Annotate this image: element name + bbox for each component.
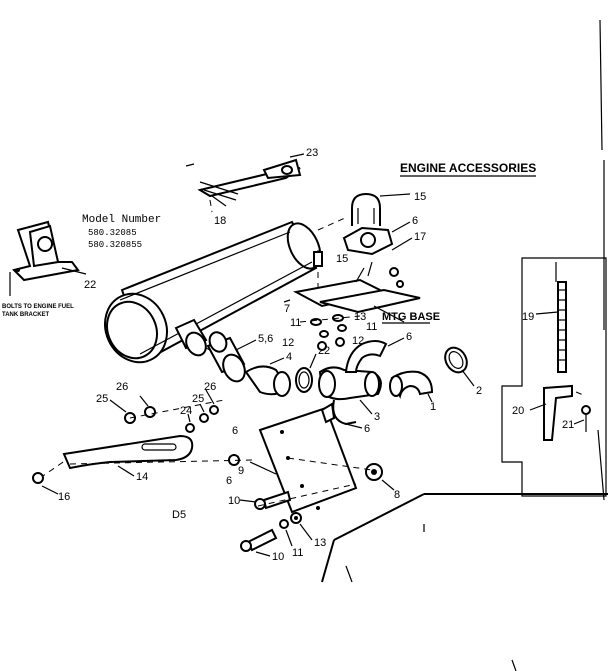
hardware-cluster-lower [279,512,313,547]
callout-11-c: 11 [292,547,303,559]
callout-3: 3 [374,411,380,423]
callout-15-b: 15 [336,253,348,265]
model-number-1: 580.32085 [88,228,137,238]
part-2-ring-right [444,346,475,387]
callout-25-b: 25 [192,393,204,405]
callout-19: 19 [522,311,534,323]
model-number-2: 580.320855 [88,240,142,250]
page-edge-marks [511,19,605,671]
callout-10-a: 10 [228,495,240,507]
callout-22: 22 [84,279,96,291]
callout-7: 7 [284,303,290,315]
callout-2-a: 2 [318,345,324,357]
callout-6-c: 6 [412,215,418,227]
callout-6-b: 6 [364,423,370,435]
bolts-note-line2: TANK BRACKET [2,312,50,318]
inset-box-parts-19-21 [501,257,607,497]
part-6-clamp [342,221,411,256]
bolts-note-line1: BOLTS TO ENGINE FUEL [2,304,74,310]
guide-lines [69,399,373,507]
callout-23: 23 [306,147,318,159]
callout-10-b: 10 [272,551,284,563]
callout-18: 18 [214,215,226,227]
mtg-base-label: MTG BASE [382,311,440,323]
callout-6-e: 6 [226,475,232,487]
callout-26-a: 26 [116,381,128,393]
callout-2-c: 2 [476,385,482,397]
hardware-cluster-upper [299,314,361,351]
part-9-bracket-plate [249,402,358,514]
part-8-washer [365,463,395,491]
callout-24: 24 [180,405,192,417]
callout-12-b: 12 [352,335,364,347]
callout-4: 4 [286,351,292,363]
part-16-bolt [32,472,59,495]
part-15-stud [313,250,323,290]
part-10-bolt-upper [239,490,292,510]
model-number-block: Model Number 580.32085 580.320855 [82,214,161,250]
callout-9: 9 [238,465,244,477]
part-5-6-coupling [206,331,257,383]
mtg-base [319,288,421,323]
part-2-ring-left [295,353,317,393]
callout-20: 20 [512,405,524,417]
part-14-link-bar [39,434,194,479]
callout-11-a: 11 [290,317,301,329]
part-15-u-bolt [351,192,411,226]
lower-edge-lines [321,493,608,583]
callout-13-a: 13 [354,311,366,323]
diagram-code: D5 [172,509,186,521]
part-17-bolt [389,267,404,288]
muffler [104,217,346,364]
callout-13-b: 13 [314,537,326,549]
callout-26-b: 26 [204,381,216,393]
callout-2-b: 2 [324,345,330,357]
part-1-elbow [389,370,434,403]
callout-15-a: 15 [414,191,426,203]
part-23-bracket [185,153,305,213]
part-3-pipe [318,340,388,426]
callout-14: 14 [136,471,148,483]
callout-6-a: 6 [406,331,412,343]
part-10-bolt-lower [240,528,278,557]
callout-17: 17 [414,231,426,243]
part-22-bracket [9,220,87,296]
callout-1: 1 [430,401,436,413]
part-4-elbow [244,357,291,397]
callout-5-6: 5,6 [258,333,273,345]
callout-6-d: 6 [232,425,238,437]
callout-12-a: 12 [282,337,294,349]
callout-11-b: 11 [366,321,377,333]
callout-25-a: 25 [96,393,108,405]
model-heading: Model Number [82,214,161,226]
hardware-24-26 [109,389,219,433]
callout-21: 21 [562,419,574,431]
callout-16: 16 [58,491,70,503]
callout-8: 8 [394,489,400,501]
diagram-title: ENGINE ACCESSORIES [400,161,536,175]
